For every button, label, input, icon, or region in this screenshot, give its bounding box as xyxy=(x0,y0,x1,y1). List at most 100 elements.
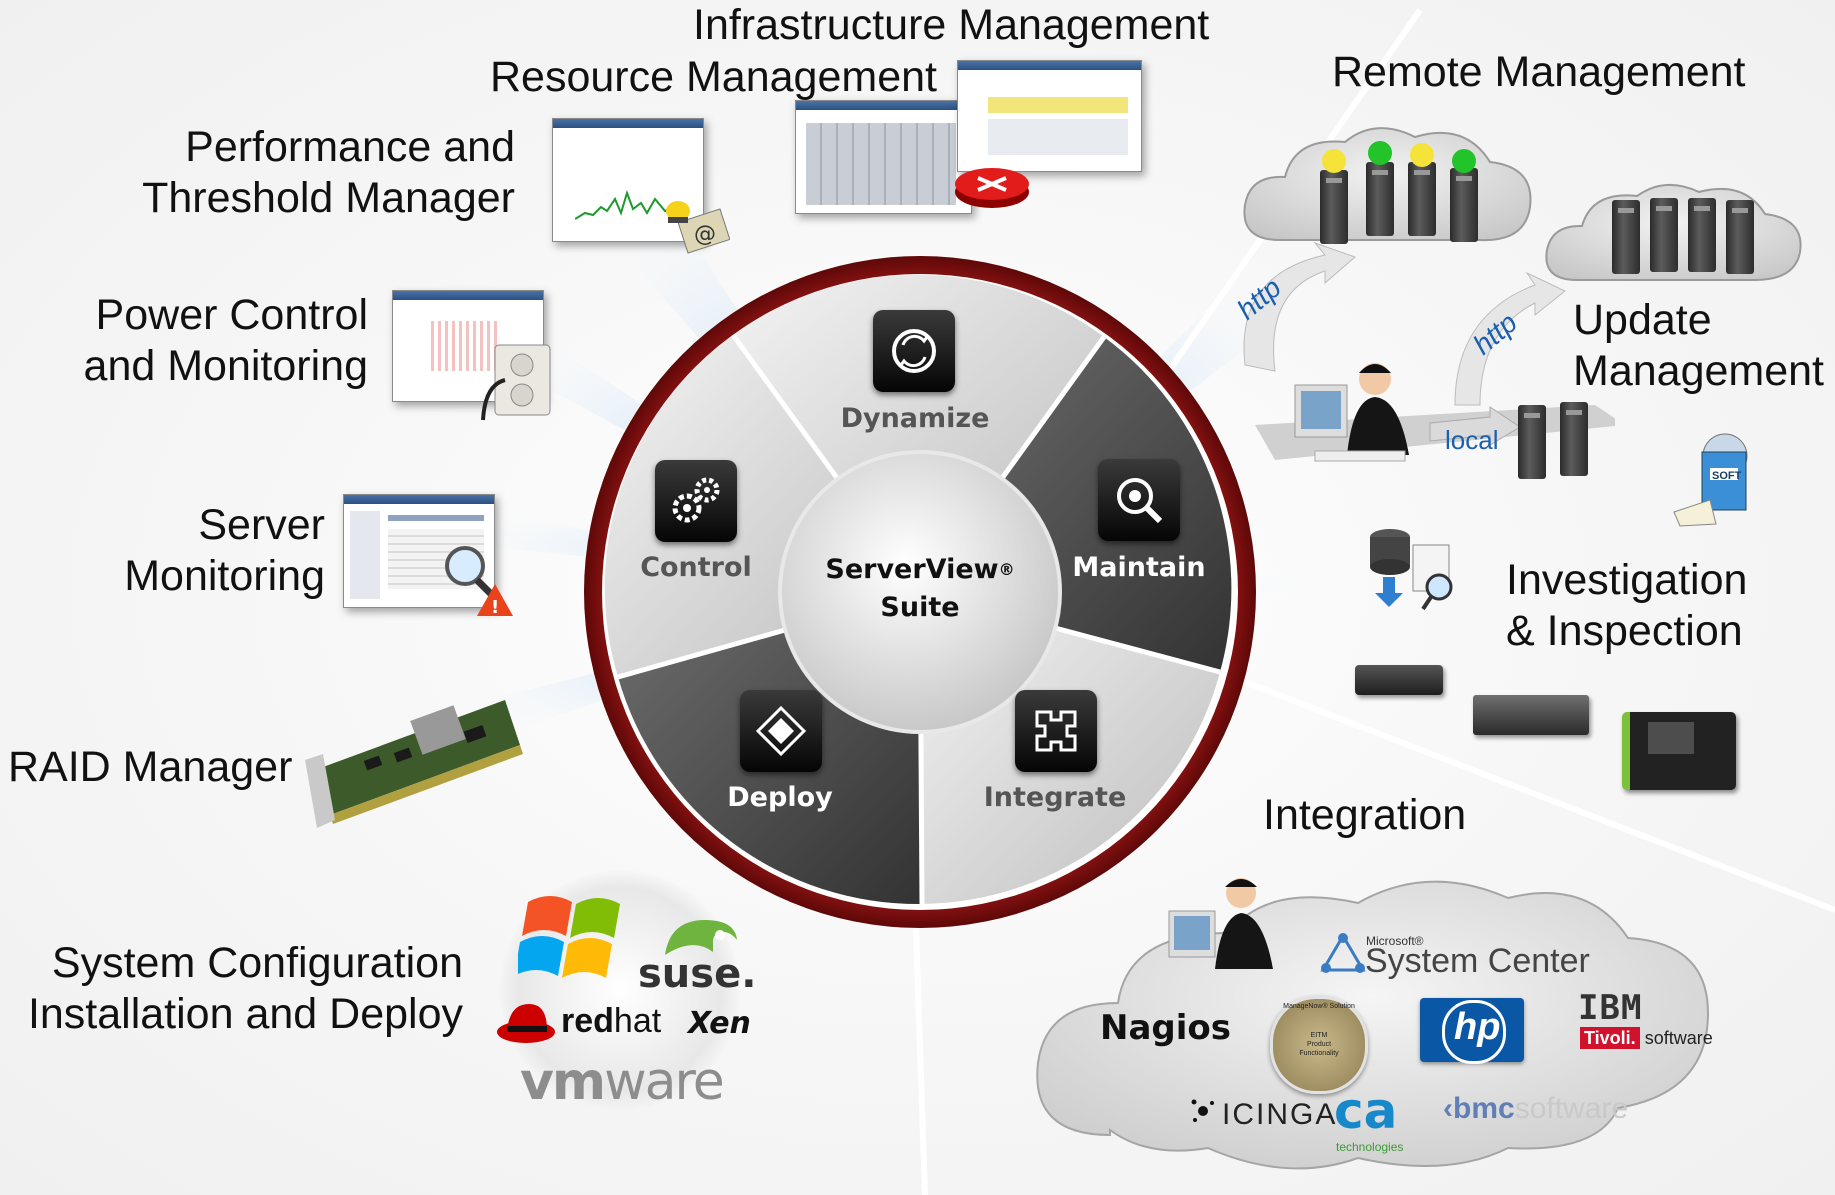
tivoli-badge: Tivoli. xyxy=(1580,1027,1640,1049)
microsoft-label: Microsoft® xyxy=(1366,934,1424,948)
segment-label-deploy: Deploy xyxy=(727,782,833,813)
segment-label-dynamize: Dynamize xyxy=(840,403,990,434)
local-label: local xyxy=(1445,425,1499,455)
label-investigation: Investigation & Inspection xyxy=(1506,555,1747,657)
label-server-line2: Monitoring xyxy=(124,552,325,600)
windows-logo xyxy=(518,896,620,978)
label-performance-manager: Performance and Threshold Manager xyxy=(100,122,515,224)
vmware-logo: vmware xyxy=(520,1052,725,1112)
bmc-logo-arrow: ‹ xyxy=(1443,1092,1453,1125)
hub-circle xyxy=(778,450,1062,734)
redhat-logo-hat: hat xyxy=(613,1002,662,1040)
svg-text:!: ! xyxy=(491,597,499,618)
deploy-icon xyxy=(740,690,822,772)
status-light-green-icon xyxy=(1452,149,1476,173)
status-light-yellow-icon xyxy=(1322,149,1346,173)
vmware-logo-ware: ware xyxy=(604,1052,725,1112)
system-center-icon xyxy=(1320,933,1366,973)
soft-label: SOFT xyxy=(1712,470,1742,482)
svg-text:@: @ xyxy=(694,222,716,247)
server-tower xyxy=(1612,200,1640,274)
label-update-line2: Management xyxy=(1573,347,1824,395)
registered-mark: ® xyxy=(998,560,1015,579)
segment-dynamize xyxy=(733,274,1104,592)
hub-product: ServerView xyxy=(825,554,999,585)
icinga-dots-icon xyxy=(1191,1099,1214,1122)
router-icon xyxy=(955,168,1029,208)
ibm-logo: IBM xyxy=(1578,988,1643,1028)
label-performance-line2: Threshold Manager xyxy=(142,174,515,222)
segment-label-control: Control xyxy=(640,552,752,583)
redhat-logo: redhat xyxy=(561,1002,661,1041)
icinga-logo: icinga xyxy=(1222,1098,1338,1131)
server-tower xyxy=(1518,405,1546,479)
nagios-logo: Nagios xyxy=(1100,1008,1231,1048)
status-light-green-icon xyxy=(1368,141,1392,165)
tivoli-logo: Tivoli. software xyxy=(1580,1027,1713,1049)
hp-logo-circle xyxy=(1442,1000,1506,1064)
database-search-icon xyxy=(1370,529,1453,611)
label-investigation-line2: & Inspection xyxy=(1506,607,1743,655)
label-power-line1: Power Control xyxy=(95,291,368,339)
segment-label-integrate: Integrate xyxy=(983,782,1127,813)
label-resource-management: Resource Management xyxy=(490,53,937,101)
hardware-panel xyxy=(1355,665,1443,695)
administrator-icon xyxy=(1168,878,1273,969)
ca-logo: ca xyxy=(1334,1082,1398,1140)
managenow-inner-line2: Product xyxy=(1306,1041,1332,1048)
redhat-logo-red: red xyxy=(561,1002,614,1040)
label-server-line1: Server xyxy=(198,501,325,549)
label-investigation-line1: Investigation xyxy=(1506,556,1748,604)
tivoli-software: software xyxy=(1644,1028,1713,1048)
server-tower xyxy=(1726,200,1754,274)
server-tower xyxy=(1320,170,1348,244)
software-package-icon xyxy=(1673,433,1748,527)
bmc-logo-bmc: bmc xyxy=(1453,1092,1515,1125)
integrate-icon xyxy=(1015,690,1097,772)
server-tower xyxy=(1560,402,1588,476)
label-sysconfig-line1: System Configuration xyxy=(51,939,463,987)
suse-logo: suse. xyxy=(638,951,757,997)
label-update-management: Update Management xyxy=(1573,295,1824,397)
label-raid-manager: RAID Manager xyxy=(8,743,293,791)
label-power-line2: and Monitoring xyxy=(83,342,368,390)
divider-line xyxy=(1238,677,1835,913)
hp-logo-text: hp xyxy=(1454,1006,1501,1048)
label-server-monitoring: Server Monitoring xyxy=(60,500,325,602)
vmware-logo-vm: vm xyxy=(520,1052,606,1112)
status-light-yellow-icon xyxy=(1410,143,1434,167)
resource-management-screenshot xyxy=(795,100,972,214)
server-tower xyxy=(1366,162,1394,236)
hardware-panel xyxy=(1473,695,1589,735)
divider-line xyxy=(912,899,928,1195)
alarm-mail-icon: @ xyxy=(666,201,730,254)
suse-chameleon-icon xyxy=(665,920,737,955)
label-system-configuration: System Configuration Installation and De… xyxy=(20,938,463,1040)
dynamize-icon xyxy=(873,310,955,392)
hardware-display-panel xyxy=(1622,712,1736,790)
search-warning-icon: ! xyxy=(445,546,513,618)
gears-icon xyxy=(655,460,737,542)
label-performance-line1: Performance and xyxy=(185,123,515,171)
infrastructure-management-screenshot xyxy=(957,60,1142,172)
label-integration: Integration xyxy=(1263,791,1467,839)
managenow-inner-line1: EITM xyxy=(1310,1032,1328,1039)
label-remote-management: Remote Management xyxy=(1332,48,1746,96)
label-update-line1: Update xyxy=(1573,296,1712,344)
redhat-shadowman-icon xyxy=(497,1004,555,1043)
server-monitoring-screenshot xyxy=(343,494,495,608)
segment-label-maintain: Maintain xyxy=(1072,552,1206,583)
managenow-inner-line3: Functionality xyxy=(1299,1050,1339,1057)
label-sysconfig-line2: Installation and Deploy xyxy=(27,990,463,1038)
server-tower xyxy=(1688,198,1716,272)
server-tower xyxy=(1408,162,1436,236)
raid-controller-card xyxy=(305,700,523,828)
managenow-ring-text: ManageNow® Solution xyxy=(1283,1003,1355,1010)
hub-title: ServerView® Suite xyxy=(820,551,1020,627)
label-infrastructure-management: Infrastructure Management xyxy=(693,1,1210,49)
hub-suite: Suite xyxy=(880,592,960,623)
magnifier-icon xyxy=(1098,459,1180,541)
hp-logo: hp xyxy=(1420,998,1524,1064)
managenow-badge: ManageNow® Solution EITM Product Functio… xyxy=(1270,996,1368,1094)
